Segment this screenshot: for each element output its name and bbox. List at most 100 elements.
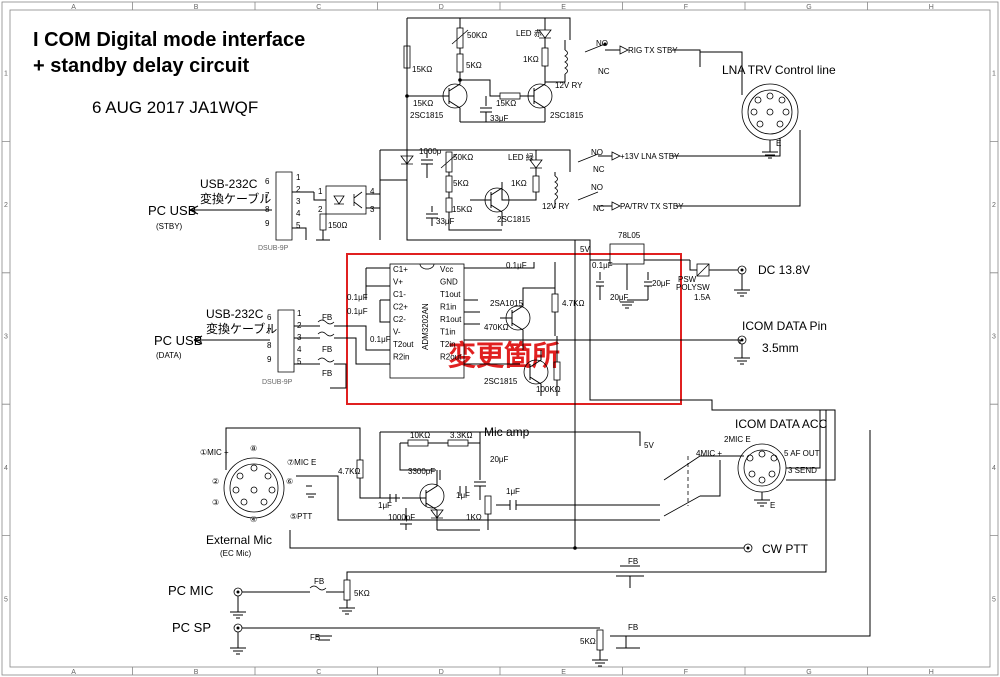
svg-text:470KΩ: 470KΩ: [484, 323, 509, 332]
svg-text:⑧: ⑧: [250, 444, 257, 453]
svg-text:8: 8: [265, 205, 270, 214]
delay-circuit-middle: 1000p 50KΩ 5KΩ 15KΩ 33μF 2SC1815 LED 緑 1…: [379, 130, 801, 240]
svg-text:4: 4: [370, 187, 375, 196]
svg-text:9: 9: [265, 219, 270, 228]
row-marker: 3: [992, 334, 996, 341]
svg-text:LNA TRV Control line: LNA TRV Control line: [722, 63, 836, 77]
svg-text:0.1μF: 0.1μF: [506, 261, 527, 270]
svg-text:4: 4: [296, 209, 301, 218]
column-marker: B: [194, 4, 199, 11]
row-marker: 4: [992, 465, 996, 472]
svg-text:15KΩ: 15KΩ: [413, 99, 433, 108]
svg-text:1KΩ: 1KΩ: [511, 179, 527, 188]
svg-text:3.5mm: 3.5mm: [762, 341, 799, 355]
ic-pin-label: GND: [440, 278, 458, 287]
svg-text:5: 5: [297, 357, 302, 366]
icom-data-pin: ICOM DATA Pin 3.5mm: [734, 319, 827, 365]
svg-text:LED 緑: LED 緑: [508, 152, 534, 162]
svg-text:100KΩ: 100KΩ: [536, 385, 561, 394]
mic-amp: Mic amp 10KΩ 3.3KΩ 3300pF 4.7KΩ 1μF 1000…: [338, 425, 660, 531]
svg-text:PA/TRV TX STBY: PA/TRV TX STBY: [620, 202, 684, 211]
svg-text:③: ③: [212, 498, 219, 507]
ic-pin-label: C2+: [393, 303, 408, 312]
svg-text:33μF: 33μF: [436, 217, 455, 226]
svg-text:2MIC E: 2MIC E: [724, 435, 751, 444]
svg-text:4.7KΩ: 4.7KΩ: [562, 299, 584, 308]
svg-text:150Ω: 150Ω: [328, 221, 347, 230]
svg-text:FB: FB: [628, 623, 638, 632]
svg-text:E: E: [770, 501, 775, 510]
ic-pin-label: Vcc: [440, 265, 453, 274]
svg-text:7: 7: [265, 191, 270, 200]
svg-text:5KΩ: 5KΩ: [580, 637, 596, 646]
svg-text:FB: FB: [310, 633, 320, 642]
svg-text:4MIC +: 4MIC +: [696, 449, 722, 458]
svg-text:2: 2: [296, 185, 301, 194]
svg-text:4.7KΩ: 4.7KΩ: [338, 467, 360, 476]
svg-text:12V RY: 12V RY: [555, 81, 583, 90]
svg-text:5 AF OUT: 5 AF OUT: [784, 449, 820, 458]
svg-text:変換ケーブル: 変換ケーブル: [206, 321, 277, 336]
svg-text:USB-232C: USB-232C: [200, 177, 258, 191]
column-marker: D: [439, 669, 444, 676]
pc-audio: PC MIC FB 5KΩ FB PC SP 5KΩ FB FB: [168, 410, 871, 667]
svg-text:5KΩ: 5KΩ: [354, 589, 370, 598]
icom-data-acc: ICOM DATA ACC 2MIC E 4MIC + 5 AF OUT 3 S…: [696, 409, 836, 510]
svg-text:1μF: 1μF: [378, 501, 392, 510]
svg-text:1000pF: 1000pF: [388, 513, 415, 522]
svg-text:NC: NC: [593, 204, 605, 213]
svg-text:NC: NC: [598, 67, 610, 76]
svg-text:12V RY: 12V RY: [542, 202, 570, 211]
svg-text:5: 5: [296, 221, 301, 230]
ic-pin-label: V+: [393, 278, 403, 287]
column-marker: G: [806, 4, 811, 11]
svg-text:FB: FB: [628, 557, 638, 566]
column-marker: D: [439, 4, 444, 11]
svg-text:0.1μF: 0.1μF: [347, 307, 368, 316]
svg-text:NC: NC: [593, 165, 605, 174]
column-marker: F: [684, 4, 688, 11]
svg-text:USB-232C: USB-232C: [206, 307, 264, 321]
svg-text:②: ②: [212, 477, 219, 486]
svg-text:50KΩ: 50KΩ: [453, 153, 473, 162]
row-marker: 5: [992, 596, 996, 603]
column-marker: E: [561, 4, 566, 11]
svg-text:78L05: 78L05: [618, 231, 641, 240]
external-mic: ①MIC + ⑦MIC E ⑤PTT ⑧ ② ③ ④ ⑥ External Mi…: [200, 427, 744, 558]
column-marker: C: [316, 669, 321, 676]
svg-text:DSUB-9P: DSUB-9P: [258, 245, 289, 252]
column-marker: H: [929, 669, 934, 676]
ic-pin-label: T2in: [440, 340, 456, 349]
svg-text:External Mic: External Mic: [206, 533, 272, 547]
svg-text:DSUB-9P: DSUB-9P: [262, 379, 293, 386]
svg-text:2SA1015: 2SA1015: [490, 299, 523, 308]
svg-text:5KΩ: 5KΩ: [466, 61, 482, 70]
svg-text:10KΩ: 10KΩ: [410, 431, 430, 440]
changed-area-label: 変更箇所: [448, 339, 560, 371]
svg-text:0.1μF: 0.1μF: [370, 335, 391, 344]
ic-pin-label: R1out: [440, 315, 462, 324]
svg-text:(DATA): (DATA): [156, 351, 182, 360]
svg-text:2SC1815: 2SC1815: [550, 111, 584, 120]
svg-text:1.5A: 1.5A: [694, 293, 711, 302]
svg-text:①MIC +: ①MIC +: [200, 448, 229, 457]
svg-text:1KΩ: 1KΩ: [466, 513, 482, 522]
svg-text:8: 8: [267, 341, 272, 350]
svg-text:5V: 5V: [644, 441, 654, 450]
ic-pin-label: V-: [393, 328, 401, 337]
svg-text:PC USB: PC USB: [148, 203, 196, 218]
row-marker: 5: [4, 596, 8, 603]
svg-text:5V: 5V: [580, 245, 590, 254]
svg-text:2: 2: [318, 205, 323, 214]
svg-text:DC 13.8V: DC 13.8V: [758, 263, 810, 277]
ic-pin-label: T2out: [393, 340, 414, 349]
svg-text:FB: FB: [322, 345, 332, 354]
svg-text:④: ④: [250, 515, 257, 524]
svg-text:0.1μF: 0.1μF: [347, 293, 368, 302]
svg-text:20μF: 20μF: [652, 279, 671, 288]
svg-text:CW PTT: CW PTT: [762, 542, 809, 556]
mic-switch: [663, 455, 744, 517]
svg-text:⑤PTT: ⑤PTT: [290, 512, 312, 521]
ic-pin-label: C2-: [393, 315, 406, 324]
